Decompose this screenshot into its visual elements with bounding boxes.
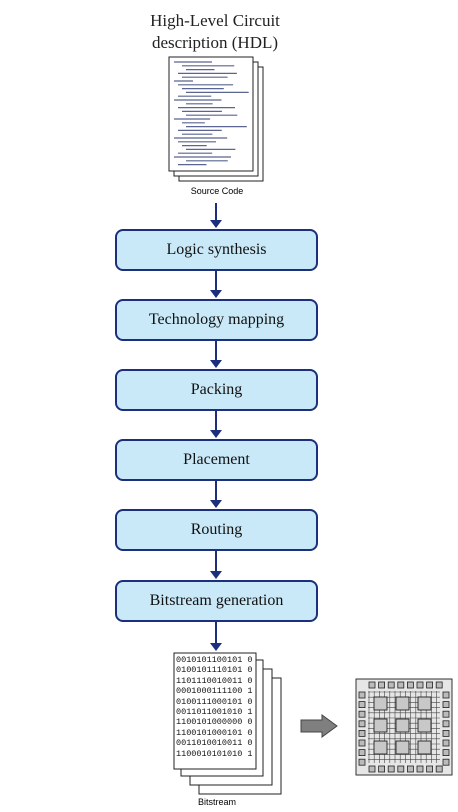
bitstream-row: 0100111000101 0 xyxy=(176,696,253,707)
bitstream-document-icon xyxy=(173,652,282,795)
stage-logic-synthesis: Logic synthesis xyxy=(115,229,318,271)
stage-technology-mapping: Technology mapping xyxy=(115,299,318,341)
bitstream-row: 1101110010011 0 xyxy=(176,675,253,686)
bitstream-caption: Bitstream xyxy=(197,797,236,807)
right-arrow-icon xyxy=(300,714,338,738)
stage-routing: Routing xyxy=(115,509,318,551)
stage-bitstream-generation: Bitstream generation xyxy=(115,580,318,622)
fpga-chip-icon xyxy=(355,678,453,776)
diagram-title-line1: High-Level Circuit xyxy=(150,11,280,30)
stage-packing: Packing xyxy=(115,369,318,411)
bitstream-row: 0001000111100 1 xyxy=(176,686,253,697)
bitstream-row: 1100101000101 0 xyxy=(176,727,253,738)
bitstream-row: 1100010101010 1 xyxy=(176,748,253,759)
bitstream-row: 0011011001010 1 xyxy=(176,707,253,718)
bitstream-row: 1100101000000 0 xyxy=(176,717,253,728)
bitstream-row: 0011010010011 0 xyxy=(176,738,253,749)
stage-placement: Placement xyxy=(115,439,318,481)
source-code-document-icon xyxy=(168,56,264,182)
diagram-title-line2: description (HDL) xyxy=(151,33,279,52)
source-code-caption: Source Code xyxy=(190,186,244,196)
bitstream-row: 0100101110101 0 xyxy=(176,665,253,676)
bitstream-row: 0010101100101 0 xyxy=(176,655,253,665)
